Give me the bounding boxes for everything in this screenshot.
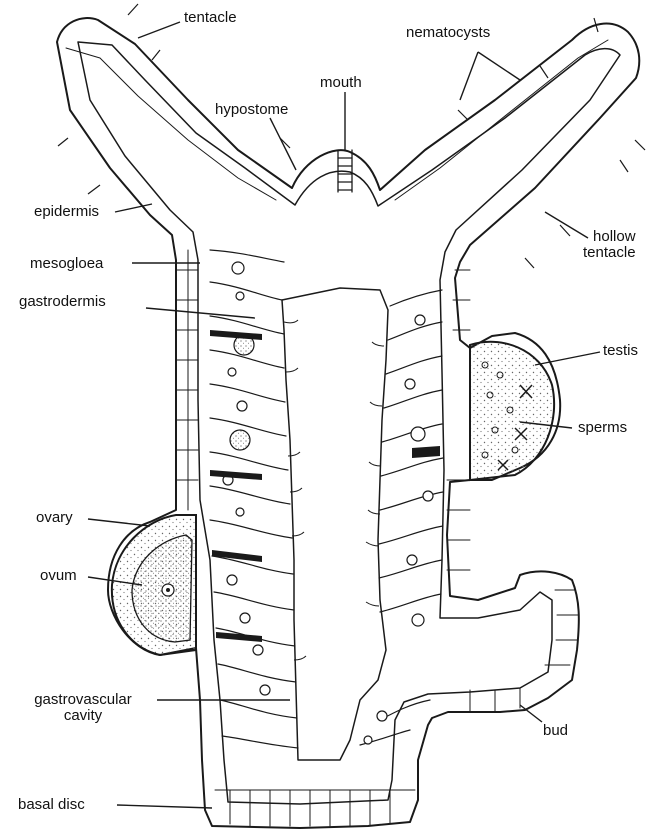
label-mesogloea: mesogloea — [30, 256, 103, 272]
leader-nematocysts-b — [478, 52, 520, 80]
leader-hollow-tentacle — [545, 212, 588, 238]
label-bud: bud — [543, 723, 568, 739]
basal-disc-cells — [215, 790, 415, 826]
leader-nematocysts-a — [460, 52, 478, 100]
label-mouth: mouth — [320, 75, 362, 91]
leader-gastrodermis — [146, 308, 255, 318]
left-column-cells — [176, 250, 198, 510]
leader-ovary — [88, 519, 150, 526]
nematocyst-hairs — [58, 4, 645, 268]
label-ovum: ovum — [40, 568, 77, 584]
label-hollow-tentacle: hollow tentacle — [583, 229, 636, 261]
left-gastrodermal-cells — [210, 250, 298, 748]
label-ovary: ovary — [36, 510, 73, 526]
label-basal-disc: basal disc — [18, 797, 85, 813]
label-nematocysts: nematocysts — [406, 25, 490, 41]
leader-hypostome — [270, 118, 296, 170]
label-testis: testis — [603, 343, 638, 359]
label-sperms: sperms — [578, 420, 627, 436]
label-hypostome: hypostome — [215, 102, 288, 118]
testis — [470, 342, 554, 480]
dark-gland-cells — [210, 330, 440, 642]
bud-cells — [470, 590, 578, 712]
gastrodermis-boundary — [282, 288, 388, 760]
flagella — [284, 320, 384, 660]
label-gastrovascular-cavity: gastrovascular cavity — [8, 692, 158, 724]
label-gastrodermis: gastrodermis — [19, 294, 106, 310]
label-tentacle: tentacle — [184, 10, 237, 26]
left-tentacle-cells — [66, 48, 276, 200]
label-epidermis: epidermis — [34, 204, 99, 220]
right-gastrodermal-cells — [360, 290, 443, 745]
ovary — [112, 515, 196, 655]
leader-basal-disc — [117, 805, 212, 808]
leader-tentacle — [138, 22, 180, 38]
